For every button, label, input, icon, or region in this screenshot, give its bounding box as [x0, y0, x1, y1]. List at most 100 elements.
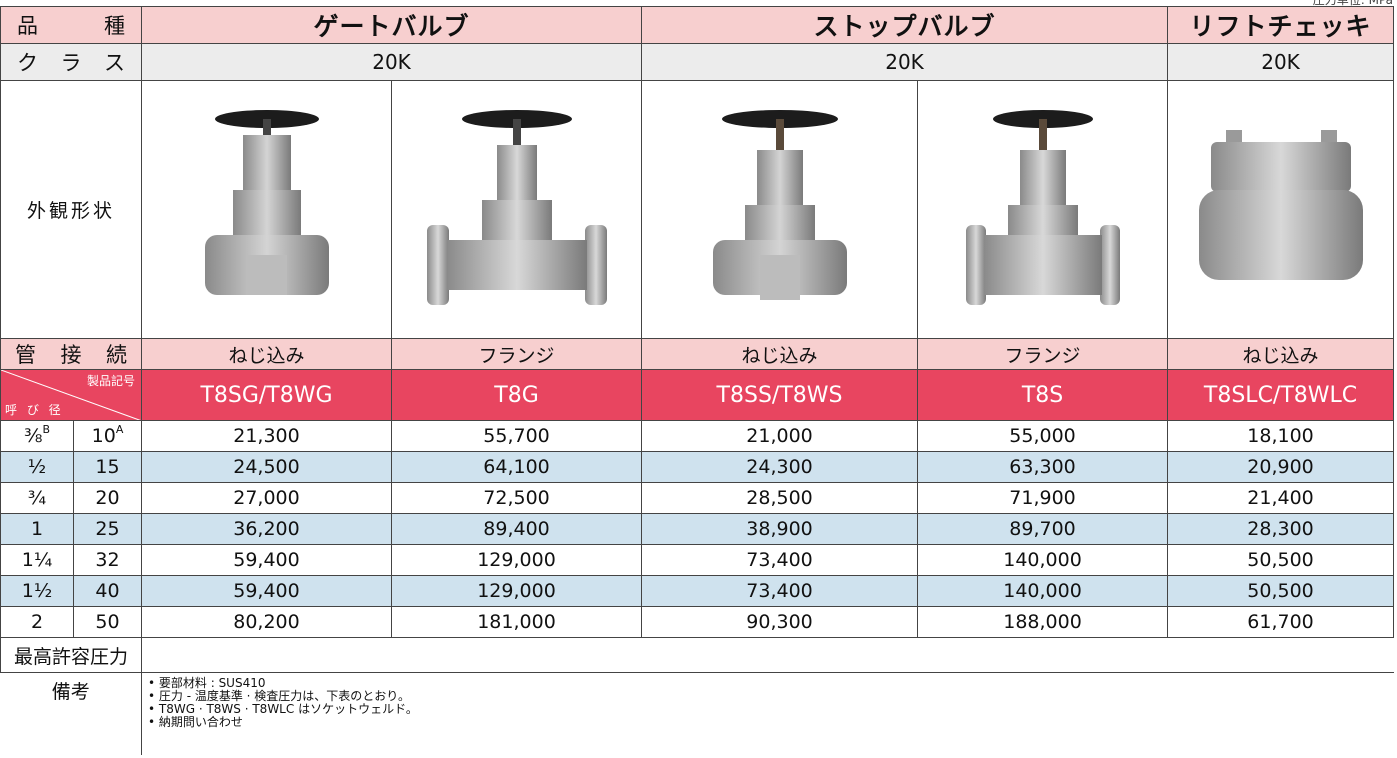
size-inch: ½ — [0, 451, 74, 483]
price-cell: 21,300 — [141, 420, 392, 452]
price-cell-text: 50,500 — [1247, 549, 1314, 571]
price-cell: 24,300 — [641, 451, 919, 483]
price-cell-text: 64,100 — [483, 456, 550, 478]
price-cell-text: 21,300 — [233, 425, 300, 447]
price-cell-text: 61,700 — [1247, 611, 1314, 633]
price-cell-text: 27,000 — [233, 487, 300, 509]
price-cell-text: 140,000 — [1003, 549, 1082, 571]
connection-label-char: 続 — [106, 343, 127, 367]
connection-value: フランジ — [390, 338, 643, 370]
size-mm: 15 — [73, 451, 142, 483]
max-pressure-row: 最高許容圧力 — [0, 637, 1394, 673]
price-cell-text: 129,000 — [477, 549, 556, 571]
price-cell: 59,400 — [141, 544, 392, 576]
size-mm: 40 — [73, 575, 142, 607]
class-label-char: ラ — [60, 51, 82, 75]
size-mm-text: 50 — [95, 611, 120, 633]
stop-valve-flanged-icon — [965, 109, 1120, 305]
size-inch-text: 1 — [30, 518, 44, 540]
price-cell: 59,400 — [141, 575, 392, 607]
note-line: • T8WG · T8WS · T8WLC はソケットウェルド。 — [148, 702, 418, 716]
price-cell: 63,300 — [917, 451, 1169, 483]
size-inch-text: 2 — [30, 611, 44, 633]
price-cell-text: 24,500 — [233, 456, 300, 478]
product-label-char: 品 — [17, 14, 38, 38]
price-cell-text: 55,700 — [483, 425, 550, 447]
price-cell: 20,900 — [1167, 451, 1395, 483]
price-cell: 140,000 — [917, 544, 1169, 576]
product-label-cell: 品種 — [0, 6, 142, 44]
size-mm-unit: A — [115, 423, 124, 436]
price-cell-text: 59,400 — [233, 549, 300, 571]
price-cell: 90,300 — [641, 606, 919, 638]
connection-label-cell: 管接続 — [0, 338, 142, 370]
note-line: • 要部材料 : SUS410 — [148, 676, 266, 690]
class-label-cell: クラス — [0, 43, 142, 81]
price-cell: 188,000 — [917, 606, 1169, 638]
model-code-label: 製品記号 — [86, 374, 135, 388]
size-inch-text: ¾ — [27, 487, 47, 509]
size-mm: 20 — [73, 482, 142, 514]
price-cell: 50,500 — [1167, 575, 1395, 607]
stop-valve-threaded-photo — [641, 80, 919, 339]
model-code: T8SS/T8WS — [641, 369, 919, 421]
gate-valve-threaded-icon — [204, 109, 329, 295]
remarks-notes: • 要部材料 : SUS410 • 圧力 - 温度基準 · 検査圧力は、下表のと… — [140, 672, 1394, 755]
gate-valve-flanged-icon — [426, 109, 607, 305]
price-cell-text: 89,400 — [483, 518, 550, 540]
class-label-char: ス — [104, 51, 125, 75]
size-mm: 10A — [73, 420, 142, 452]
price-cell-text: 140,000 — [1003, 580, 1082, 602]
remarks-row: 備考 • 要部材料 : SUS410 • 圧力 - 温度基準 · 検査圧力は、下… — [0, 672, 1394, 755]
price-cell-text: 59,400 — [233, 580, 300, 602]
size-mm: 32 — [73, 544, 142, 576]
price-cell: 140,000 — [917, 575, 1169, 607]
price-cell: 72,500 — [390, 482, 643, 514]
price-cell-text: 181,000 — [477, 611, 556, 633]
price-cell: 129,000 — [390, 544, 643, 576]
type-lift-check: リフトチェッキ — [1167, 6, 1395, 44]
size-inch: ¾ — [0, 482, 74, 514]
size-mm-text: 15 — [95, 456, 120, 478]
size-mm-text: 10 — [91, 425, 116, 447]
connection-value: ねじ込み — [1167, 338, 1395, 370]
type-gate-valve: ゲートバルブ — [140, 6, 643, 44]
price-cell-text: 80,200 — [233, 611, 300, 633]
price-cell: 73,400 — [641, 544, 919, 576]
price-cell: 55,700 — [390, 420, 643, 452]
gate-valve-flanged-photo — [390, 80, 643, 339]
price-cell: 71,900 — [917, 482, 1169, 514]
size-inch: 1½ — [0, 575, 74, 607]
max-pressure-label: 最高許容圧力 — [0, 637, 142, 673]
model-size-header-cell: 製品記号 呼 び 径 — [0, 369, 142, 421]
connection-value: ねじ込み — [641, 338, 919, 370]
size-mm-text: 25 — [95, 518, 120, 540]
price-cell: 18,100 — [1167, 420, 1395, 452]
price-cell-text: 18,100 — [1247, 425, 1314, 447]
price-cell: 24,500 — [141, 451, 392, 483]
class-gate-valve: 20K — [140, 43, 643, 81]
size-inch-text: ⅜ — [24, 425, 43, 447]
size-inch: 1 — [0, 513, 74, 545]
nominal-size-label: 呼 び 径 — [5, 403, 64, 417]
price-cell-text: 73,400 — [746, 549, 813, 571]
price-cell: 21,400 — [1167, 482, 1395, 514]
class-row: クラス 20K 20K 20K — [0, 43, 1395, 81]
gate-valve-threaded-photo — [141, 80, 392, 339]
class-stop-valve: 20K — [641, 43, 1169, 81]
size-mm: 25 — [73, 513, 142, 545]
product-label-char: 種 — [104, 14, 125, 38]
size-mm-text: 32 — [95, 549, 120, 571]
note-line: • 圧力 - 温度基準 · 検査圧力は、下表のとおり。 — [148, 689, 411, 703]
size-mm-text: 40 — [95, 580, 120, 602]
stop-valve-threaded-icon — [712, 109, 847, 300]
product-type-row: 品種 ゲートバルブ ストップバルブ リフトチェッキ — [0, 6, 1395, 44]
price-cell: 28,300 — [1167, 513, 1395, 545]
size-mm-text: 20 — [95, 487, 120, 509]
price-cell-text: 21,400 — [1247, 487, 1314, 509]
model-code: T8SG/T8WG — [141, 369, 392, 421]
